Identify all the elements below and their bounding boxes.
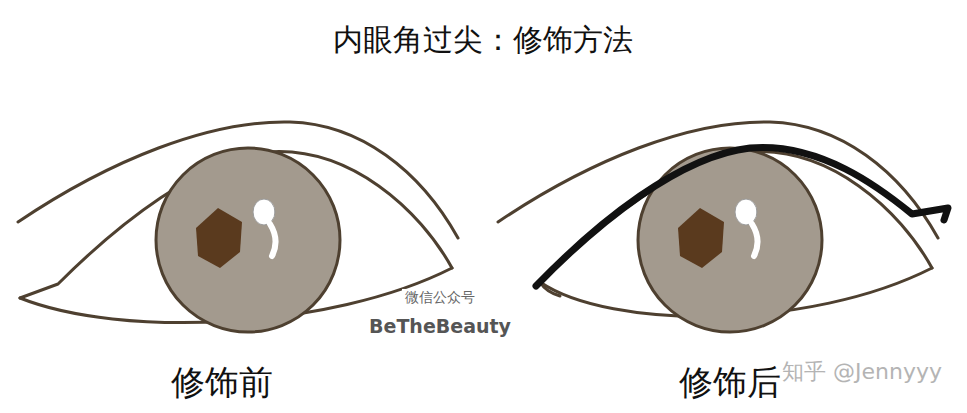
watermark: 微信公众号 xyxy=(402,289,478,305)
watermark: 知乎 @Jennyyy xyxy=(779,359,945,384)
eye-before xyxy=(18,122,458,332)
highlight xyxy=(270,224,276,256)
eyeliner xyxy=(536,147,948,286)
pupil xyxy=(196,208,242,268)
title: 内眼角过尖：修饰方法 xyxy=(333,23,633,58)
iris xyxy=(156,148,340,332)
inner-corner xyxy=(540,282,560,296)
state-label: 修饰后 xyxy=(676,363,784,402)
highlight xyxy=(752,224,758,256)
state-label: 修饰前 xyxy=(168,363,276,402)
watermark: BeTheBeauty xyxy=(366,316,514,338)
pupil xyxy=(678,208,724,268)
eye-after xyxy=(498,122,948,332)
highlight xyxy=(735,199,757,225)
highlight xyxy=(253,199,275,225)
